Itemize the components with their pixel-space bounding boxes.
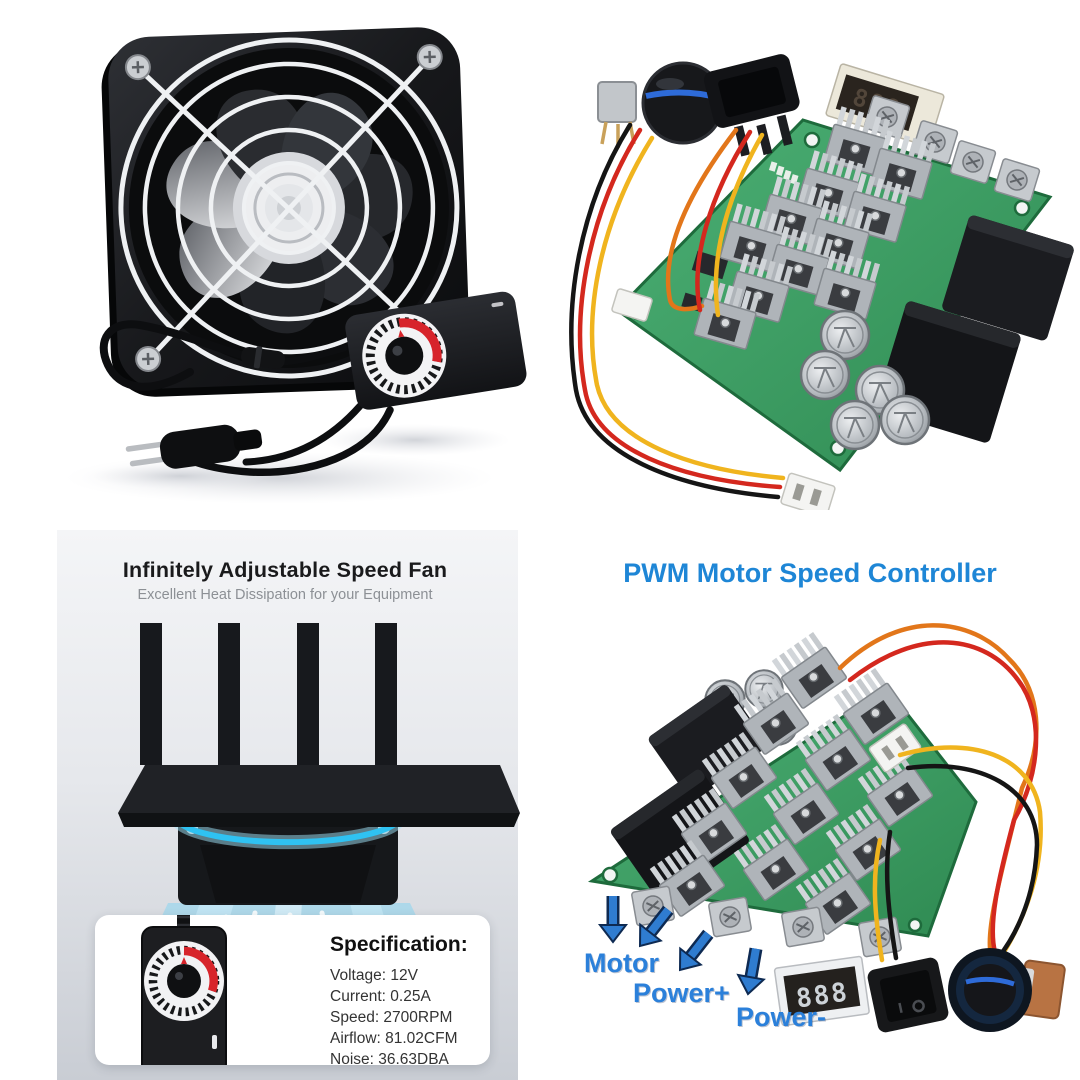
wire-bundle — [569, 122, 786, 500]
relays — [611, 685, 768, 903]
label-power-minus: Power- — [736, 1002, 827, 1032]
panel-pwm-controller: 888 — [540, 540, 1080, 1080]
spec-item-noise: Noise: 36.63DBA — [330, 1051, 449, 1068]
wifi-router — [118, 623, 520, 827]
spec-item-voltage: Voltage: 12V — [330, 967, 418, 984]
wire-bundle — [837, 623, 1043, 963]
speed-controller-box — [345, 291, 527, 410]
photo-pcb-controller: 888 — [540, 10, 1080, 510]
wire-grill — [118, 37, 460, 379]
inline-connector — [240, 346, 286, 369]
spec-item-airflow: Airflow: 81.02CFM — [330, 1030, 458, 1047]
annotation-arrows — [597, 896, 766, 996]
fan-kit-illustration — [65, 27, 527, 504]
pwm-title: PWM Motor Speed Controller — [623, 558, 997, 588]
spec-item-current: Current: 0.25A — [330, 988, 431, 1005]
label-power-plus: Power+ — [633, 978, 730, 1008]
pwm-pcb-illustration: 888 — [587, 623, 1066, 1033]
seven-segment-display: 888 — [773, 955, 870, 1027]
spec-item-speed: Speed: 2700RPM — [330, 1009, 453, 1026]
spec-title: Specification: — [330, 933, 468, 956]
rocker-switch — [867, 957, 949, 1033]
panel-subtitle: Excellent Heat Dissipation for your Equi… — [137, 587, 433, 603]
rocker-switch — [703, 54, 800, 157]
speed-controller-front — [141, 915, 227, 1065]
power-plug — [125, 424, 263, 469]
controller-dial — [144, 941, 224, 1021]
potentiometer — [948, 948, 1066, 1032]
pcb-illustration: 888 — [569, 54, 1074, 510]
specification-card: Specification: Voltage: 12V Current: 0.2… — [95, 915, 490, 1068]
panel-title: Infinitely Adjustable Speed Fan — [122, 558, 448, 582]
panel-adjustable-fan: Infinitely Adjustable Speed Fan Excellen… — [50, 525, 520, 1080]
controller-thumbnail — [141, 915, 227, 1065]
spec-text: Specification: Voltage: 12V Current: 0.2… — [330, 933, 468, 1070]
controller-dial — [362, 313, 447, 398]
cooling-fan — [101, 27, 470, 397]
jst-connector — [868, 723, 922, 773]
glow-ring — [172, 816, 404, 850]
label-motor: Motor — [584, 948, 659, 978]
jst-connectors — [611, 288, 836, 510]
photo-fan-kit — [30, 10, 540, 520]
potentiometer — [597, 61, 725, 148]
display-digits: 888 — [794, 977, 851, 1014]
